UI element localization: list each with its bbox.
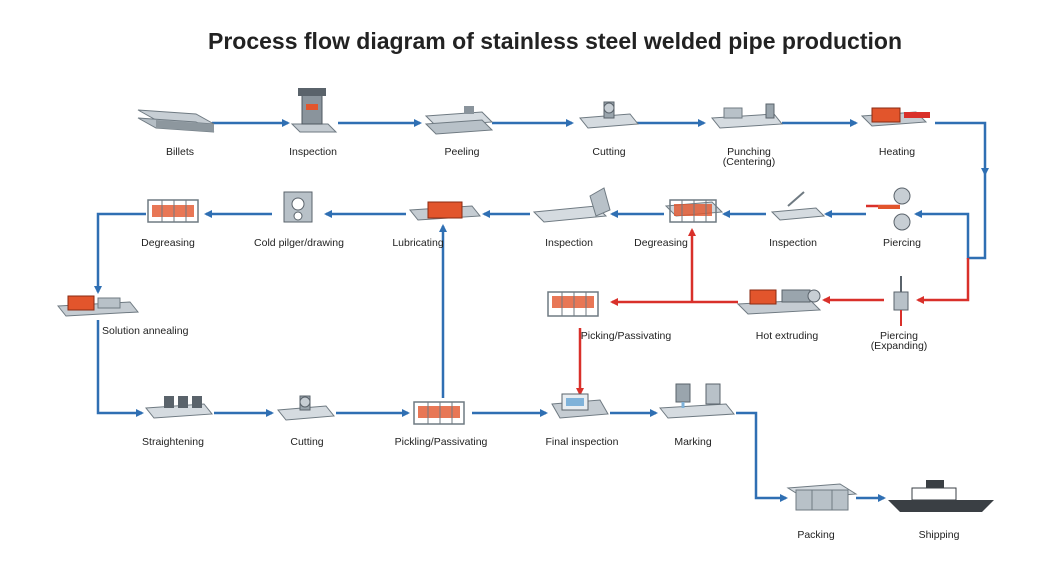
arrow-marking-packing [736, 411, 788, 502]
heating-furnace-icon [860, 107, 930, 127]
pickling-tank-icon [547, 291, 599, 317]
label-straightening: Straightening [142, 436, 204, 448]
label-inspection-3: Inspection [545, 237, 593, 249]
label-hot-extruding: Hot extruding [755, 330, 819, 342]
label-cutting-2: Cutting [290, 436, 324, 448]
arrow-degreasing-annealing [94, 212, 146, 294]
label-packing: Packing [797, 529, 835, 541]
arrow-annealing-straightening [96, 320, 144, 417]
ship-icon [888, 480, 994, 512]
label-pickling-2: Pickling/Passivating [394, 436, 488, 448]
inspection-rack-icon [532, 187, 611, 223]
cold-pilger-machine-icon [283, 191, 313, 223]
label-solution-annealing: Solution annealing [102, 325, 189, 337]
label-piercing-2-sub: (Expanding) [870, 340, 928, 352]
label-punching: Punching [727, 146, 771, 158]
annealing-furnace-icon [57, 295, 139, 317]
label-cold-pilger: Cold pilger/drawing [254, 237, 344, 249]
red-flow-lines [576, 204, 970, 396]
label-pickling-1: Picking/Passivating [580, 330, 672, 342]
label-peeling: Peeling [444, 146, 480, 158]
cutting-machine-icon-2 [277, 395, 335, 421]
label-punching-sub: (Centering) [722, 156, 776, 168]
lubricating-tank-icon [409, 201, 481, 221]
hot-extruding-press-icon [736, 289, 822, 315]
line-right-down [914, 174, 987, 260]
label-final-inspection: Final inspection [545, 436, 619, 448]
expanding-press-icon [893, 276, 909, 326]
marking-machine-icon [659, 383, 735, 419]
label-inspection-1: Inspection [289, 146, 337, 158]
packing-bundle-icon [786, 483, 858, 511]
degreasing-tank-icon-2 [147, 199, 199, 223]
label-cutting-1: Cutting [592, 146, 626, 158]
label-degreasing-2: Degreasing [634, 237, 688, 249]
final-inspection-station-icon [551, 393, 609, 419]
label-piercing-2: Piercing [880, 330, 918, 342]
straightening-machine-icon [145, 396, 213, 419]
piercing-mill-icon [878, 187, 911, 231]
label-billets: Billets [165, 146, 195, 158]
cutting-machine-icon [579, 101, 639, 129]
label-heating: Heating [878, 146, 916, 158]
label-piercing-1: Piercing [883, 237, 921, 249]
inspection-table-icon [770, 191, 826, 221]
diagram-title: Process flow diagram of stainless steel … [208, 28, 902, 54]
label-marking: Marking [674, 436, 712, 448]
label-inspection-2: Inspection [769, 237, 817, 249]
label-lubricating: Lubricating [392, 237, 444, 249]
degreasing-tank-icon [664, 199, 724, 223]
billets-icon [137, 109, 215, 133]
label-shipping: Shipping [918, 529, 960, 541]
blue-flow-lines [94, 119, 989, 502]
red-line-right [916, 258, 970, 304]
pickling-tank-icon-2 [413, 401, 465, 425]
punching-machine-icon [711, 103, 783, 129]
arrow-heating-down [935, 121, 989, 176]
inspection-machine-icon [290, 88, 338, 133]
peeling-machine-icon [424, 106, 494, 135]
label-degreasing-1: Degreasing [141, 237, 195, 249]
